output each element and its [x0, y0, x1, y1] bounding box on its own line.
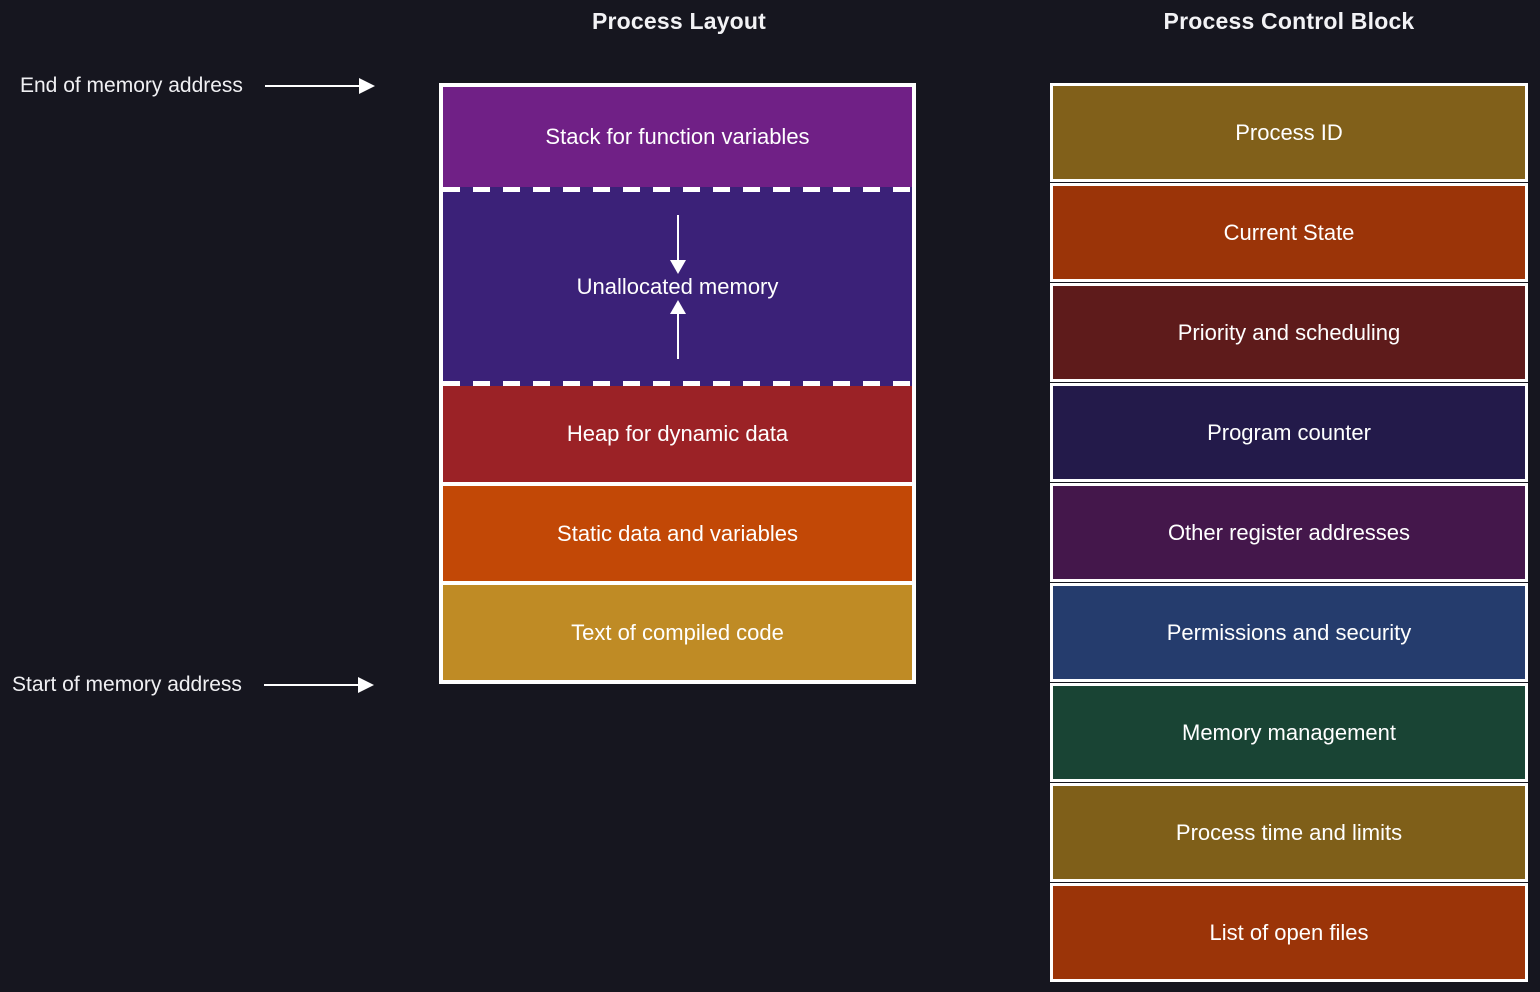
- memory-segment-heap: Heap for dynamic data: [443, 386, 912, 482]
- memory-segment-static-data-label: Static data and variables: [557, 520, 798, 546]
- memory-segment-unallocated-label: Unallocated memory: [576, 273, 779, 299]
- pcb-row-label: Permissions and security: [1166, 619, 1412, 645]
- arrow-up-icon: [669, 299, 686, 359]
- memory-segment-unallocated: Unallocated memory: [443, 187, 912, 386]
- pcb-row-label: Memory management: [1182, 719, 1396, 745]
- pcb-row: Priority and scheduling: [1050, 283, 1528, 382]
- pcb-row: Current State: [1050, 183, 1528, 282]
- end-of-memory-label: End of memory address: [20, 74, 243, 97]
- pcb-row: Permissions and security: [1050, 583, 1528, 682]
- start-of-memory-annotation: Start of memory address: [12, 670, 374, 700]
- pcb-row: List of open files: [1050, 883, 1528, 982]
- pcb-row-label: Other register addresses: [1167, 519, 1411, 545]
- dashed-separator-heap-boundary: [443, 381, 912, 386]
- process-control-block-title: Process Control Block: [1163, 8, 1415, 34]
- arrow-down-icon: [669, 214, 686, 274]
- memory-segment-heap-label: Heap for dynamic data: [566, 421, 789, 446]
- process-layout-diagram: Stack for function variables Unallocated…: [439, 83, 916, 684]
- pcb-row-label: Current State: [1223, 219, 1355, 245]
- pcb-row-label: Process time and limits: [1175, 819, 1403, 845]
- memory-segment-text: Text of compiled code: [443, 581, 912, 680]
- memory-segment-text-label: Text of compiled code: [571, 619, 784, 645]
- pcb-row: Memory management: [1050, 683, 1528, 782]
- memory-segment-stack: Stack for function variables: [443, 87, 912, 187]
- pcb-row: Process ID: [1050, 83, 1528, 182]
- pcb-row: Other register addresses: [1050, 483, 1528, 582]
- pcb-row-label: Process ID: [1235, 119, 1343, 145]
- pcb-row-label: Priority and scheduling: [1177, 319, 1401, 345]
- process-layout-title: Process Layout: [591, 8, 767, 34]
- process-control-block-diagram: Process ID Current State Priority and sc…: [1050, 83, 1528, 982]
- memory-segment-static-data: Static data and variables: [443, 482, 912, 581]
- dashed-separator-stack-boundary: [443, 187, 912, 192]
- pcb-row-label: List of open files: [1209, 919, 1369, 945]
- end-of-memory-annotation: End of memory address: [20, 71, 375, 101]
- arrow-right-icon: [264, 78, 375, 94]
- memory-segment-stack-label: Stack for function variables: [545, 124, 810, 149]
- pcb-row: Program counter: [1050, 383, 1528, 482]
- pcb-row-label: Program counter: [1207, 419, 1371, 445]
- pcb-row: Process time and limits: [1050, 783, 1528, 882]
- start-of-memory-label: Start of memory address: [12, 673, 242, 696]
- arrow-right-icon: [263, 677, 374, 693]
